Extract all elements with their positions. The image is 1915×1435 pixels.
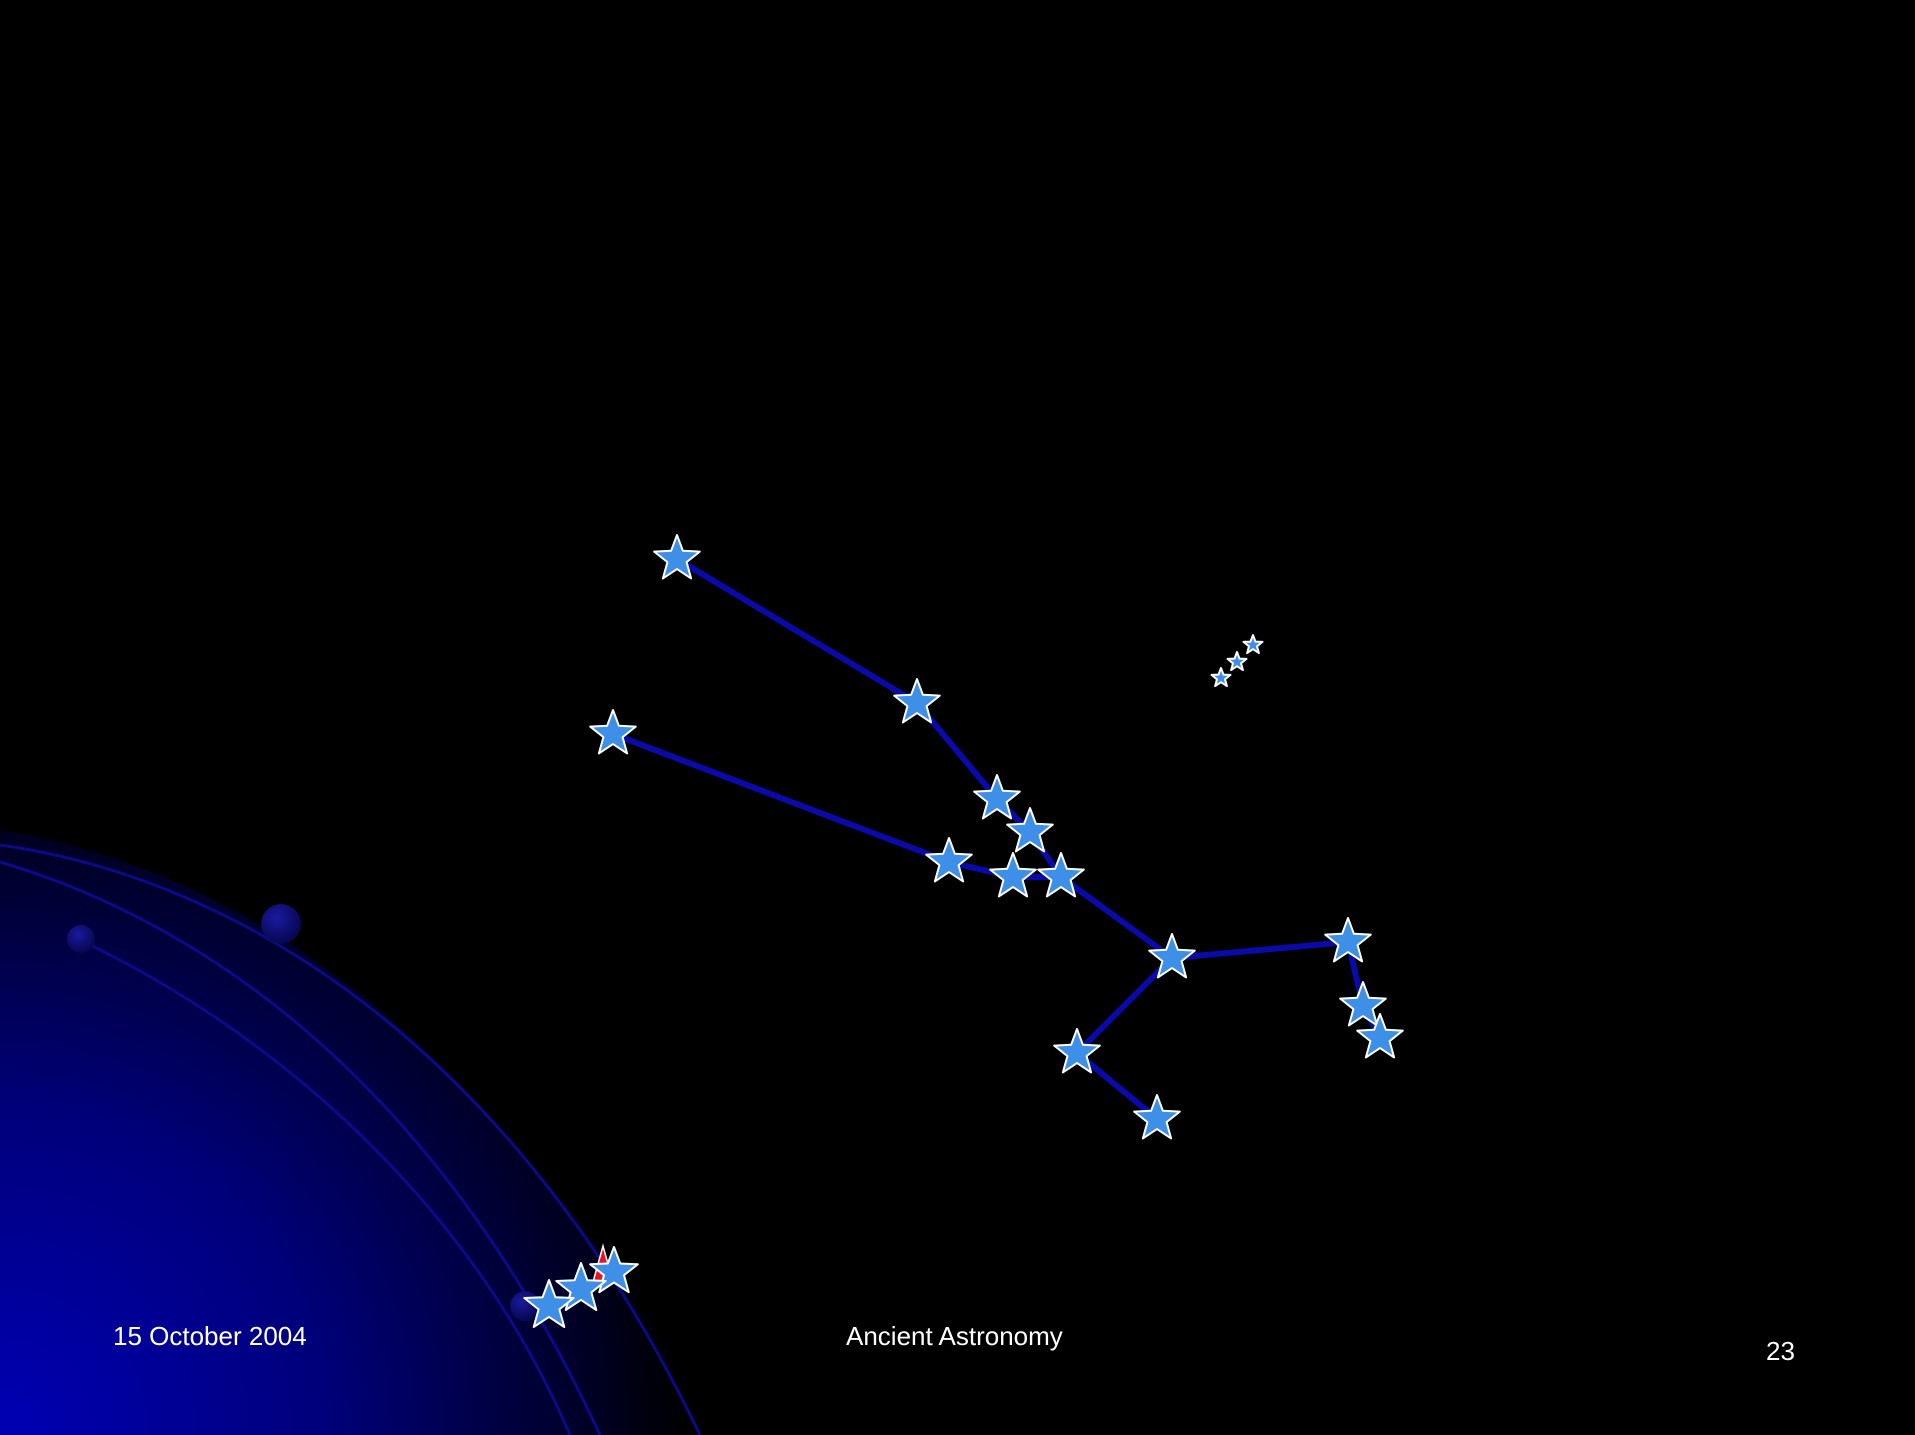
star-icon <box>1210 667 1232 688</box>
star-icon <box>523 1279 575 1328</box>
orbit-arc-3 <box>79 938 572 1435</box>
star-icon <box>1339 981 1387 1027</box>
star-icon <box>1226 651 1248 672</box>
star-icon <box>1037 852 1085 898</box>
footer-date: 15 October 2004 <box>113 1321 307 1351</box>
star-icon <box>1006 807 1054 853</box>
star-icon <box>1053 1028 1101 1074</box>
constellation-line <box>1074 1050 1160 1122</box>
star-icon <box>973 774 1021 820</box>
planet-icon <box>261 904 301 944</box>
constellation-line <box>674 556 920 706</box>
star-icon <box>989 852 1037 898</box>
star-icon <box>1242 634 1264 655</box>
star-icon <box>589 1246 639 1294</box>
constellation-line <box>1169 939 1351 961</box>
star-icon <box>555 1262 607 1311</box>
planet-icon <box>67 925 95 953</box>
constellation-line <box>1058 874 1175 961</box>
star-icon <box>653 534 701 580</box>
star-icon <box>589 709 637 755</box>
star-icon <box>893 678 941 724</box>
star-icon <box>1356 1013 1404 1059</box>
footer-title: Ancient Astronomy <box>846 1321 1063 1351</box>
star-icon <box>1133 1094 1181 1140</box>
star-icon <box>925 837 973 883</box>
star-icon <box>1148 933 1196 979</box>
star-icon <box>1324 917 1372 963</box>
constellation-line <box>610 731 952 865</box>
page-number: 23 <box>1766 1336 1795 1366</box>
constellation-line <box>1074 955 1175 1056</box>
